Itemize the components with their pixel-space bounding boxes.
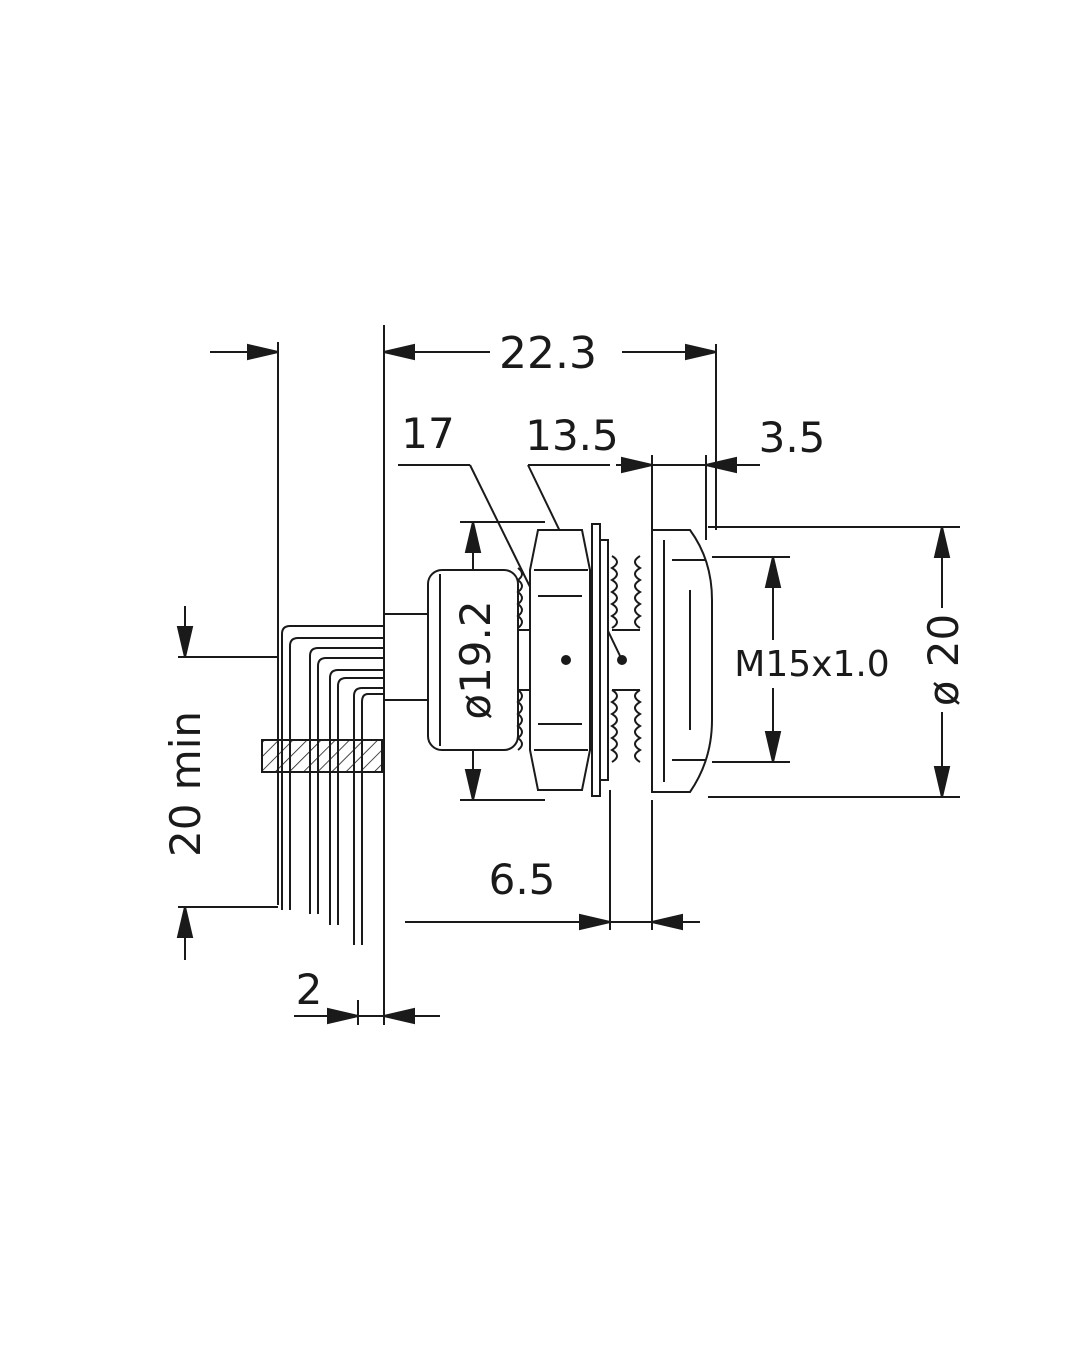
dim-3-5: 3.5	[759, 413, 826, 462]
dim-6-5: 6.5	[489, 855, 556, 904]
dim-body-diameter: ø19.2	[451, 600, 500, 719]
dim-pin-pitch: 2	[296, 965, 323, 1014]
connector-body	[383, 523, 713, 797]
extension-lines	[178, 325, 960, 1025]
dim-13-5: 13.5	[525, 411, 619, 460]
pin-spacer	[261, 739, 383, 773]
dim-overall-length: 22.3	[499, 328, 597, 379]
dim-flange-diameter: ø 20	[919, 614, 968, 707]
dim-pin-length: 20 min	[161, 711, 210, 857]
dimension-lines	[176, 343, 951, 1025]
pcb-pins	[281, 625, 384, 945]
dim-17: 17	[401, 409, 454, 458]
dim-thread: M15x1.0	[734, 644, 889, 685]
